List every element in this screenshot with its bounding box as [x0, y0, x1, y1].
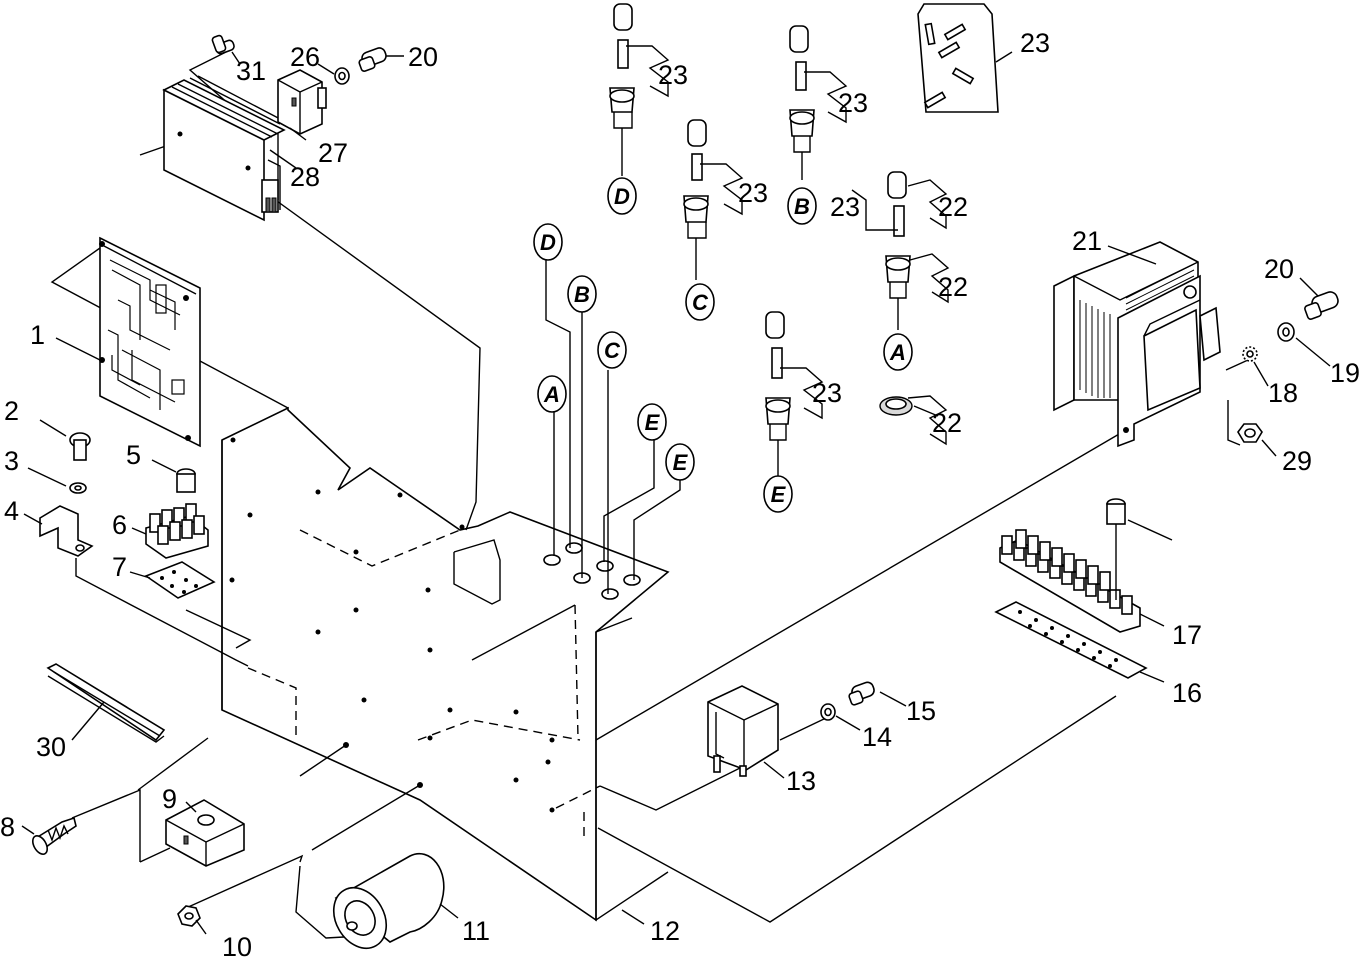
- fuse-holder-b: [789, 25, 815, 180]
- callout-18: 18: [1268, 378, 1298, 408]
- svg-text:E: E: [771, 482, 787, 507]
- letter-c-pin: C: [597, 331, 627, 369]
- washer-part-19: [1277, 322, 1295, 342]
- callout-leaders: [21, 45, 1331, 935]
- callout-20-right: 20: [1264, 254, 1294, 284]
- terminal-base-part-7: [144, 561, 216, 599]
- letter-e-pin-2: E: [665, 443, 695, 481]
- letter-b-pin: B: [567, 275, 597, 313]
- cable-channel-part-30: [46, 663, 166, 743]
- callout-9: 9: [162, 784, 177, 814]
- callout-8: 8: [0, 812, 15, 842]
- callout-20-top: 20: [408, 42, 438, 72]
- callout-16: 16: [1172, 678, 1202, 708]
- transformer-part-21: [1053, 241, 1221, 448]
- callout-3: 3: [4, 446, 19, 476]
- svg-text:B: B: [794, 194, 810, 219]
- terminal-block-part-6: [145, 503, 209, 559]
- regulator-part-27: [277, 69, 327, 135]
- fuse-holder-e: [765, 311, 791, 476]
- chassis-part-12: [221, 406, 670, 922]
- svg-text:D: D: [540, 230, 556, 255]
- callout-12: 12: [650, 916, 680, 946]
- screw-part-5-left: [176, 468, 196, 493]
- svg-text:E: E: [673, 450, 689, 475]
- fuse-holder-c: [683, 119, 709, 280]
- relay-part-9: [165, 799, 245, 867]
- letter-d-pin: D: [533, 223, 563, 261]
- letter-c-top: C: [685, 283, 715, 321]
- terminal-base-part-16: [994, 601, 1148, 679]
- grommet-part-22: [879, 396, 913, 416]
- circuit-board-part-1: [99, 236, 201, 448]
- screw-part-20-top: [358, 47, 387, 72]
- callout-19: 19: [1330, 358, 1360, 388]
- svg-text:E: E: [645, 410, 661, 435]
- letter-e-top: E: [763, 475, 793, 513]
- callout-22-c: 22: [932, 408, 962, 438]
- callout-23-d: 23: [830, 192, 860, 222]
- relay-part-13: [707, 685, 779, 777]
- callout-7: 7: [112, 552, 127, 582]
- fuse-holder-a: [885, 171, 911, 330]
- callout-23-f: 23: [1020, 28, 1050, 58]
- callout-14: 14: [862, 722, 892, 752]
- letter-e-pin-1: E: [637, 403, 667, 441]
- callout-27: 27: [318, 138, 348, 168]
- svg-text:A: A: [889, 340, 906, 365]
- washer-part-26: [334, 67, 350, 85]
- callout-1: 1: [30, 320, 45, 350]
- clamp-part-4: [39, 505, 94, 557]
- lockwasher-part-18: [1242, 346, 1258, 362]
- callout-5-left: 5: [126, 440, 141, 470]
- svg-text:B: B: [574, 282, 590, 307]
- terminal-strip-part-17: [999, 529, 1141, 633]
- callout-15: 15: [906, 696, 936, 726]
- callout-10: 10: [222, 932, 252, 962]
- svg-text:C: C: [604, 338, 621, 363]
- svg-text:A: A: [543, 382, 560, 407]
- callout-17: 17: [1172, 620, 1202, 650]
- callout-2: 2: [4, 396, 19, 426]
- washer-part-14: [820, 703, 836, 721]
- callout-29: 29: [1282, 446, 1312, 476]
- callout-31: 31: [236, 56, 266, 86]
- fuse-holder-d: [609, 3, 635, 176]
- screw-part-5-right: [1106, 498, 1126, 600]
- callout-30: 30: [36, 732, 66, 762]
- callout-11: 11: [462, 916, 490, 946]
- callout-6: 6: [112, 510, 127, 540]
- callout-28: 28: [290, 162, 320, 192]
- callout-13: 13: [786, 766, 816, 796]
- screw-part-15: [848, 681, 875, 706]
- screw-part-31: [211, 34, 235, 55]
- screw-part-8: [31, 816, 77, 855]
- callout-numbers: 1 2 3 4 5 6 7 8 9 10 11 12 13 14 15 16 1…: [0, 28, 1360, 962]
- nut-part-10: [177, 905, 201, 927]
- spare-fuse-packet-part-23: [917, 3, 999, 113]
- letter-b-top: B: [787, 187, 817, 225]
- letter-a-pin: A: [537, 375, 567, 413]
- letter-a-top: A: [883, 333, 913, 371]
- svg-text:D: D: [614, 184, 630, 209]
- svg-text:C: C: [692, 290, 709, 315]
- callout-22-b: 22: [938, 272, 968, 302]
- callout-23-b: 23: [738, 178, 768, 208]
- letter-d-top: D: [607, 177, 637, 215]
- callout-23-e: 23: [812, 378, 842, 408]
- screw-part-2: [69, 432, 91, 461]
- screw-part-20-right: [1304, 291, 1339, 320]
- heatsink-part-28: [162, 75, 286, 222]
- callout-26: 26: [290, 42, 320, 72]
- callout-23-c: 23: [838, 88, 868, 118]
- callout-23-a: 23: [658, 60, 688, 90]
- callout-4: 4: [4, 496, 19, 526]
- connection-letters: D C B A E D B C: [533, 177, 913, 513]
- callout-22-a: 22: [938, 192, 968, 222]
- nut-part-29: [1237, 423, 1263, 443]
- washer-part-3: [69, 482, 87, 494]
- capacitor-part-11: [332, 853, 445, 949]
- callout-21: 21: [1072, 226, 1102, 256]
